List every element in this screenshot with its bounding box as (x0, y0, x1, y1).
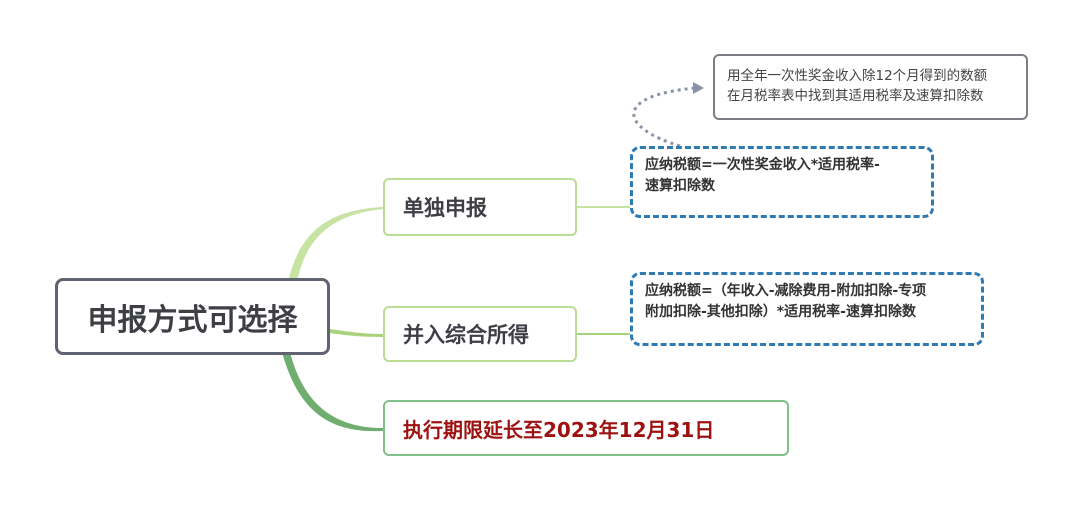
tip-rate-lookup-line: 在月税率表中找到其适用税率及速算扣除数 (727, 88, 984, 104)
connector-root-to-deadline (282, 352, 383, 432)
arrowhead-icon (693, 82, 704, 94)
branch-deadline-extension[interactable]: 执行期限延长至2023年12月31日 (383, 400, 789, 456)
note-separate-formula[interactable]: 应纳税额=一次性奖金收入*适用税率- 速算扣除数 (630, 146, 934, 218)
dotted-arrow-to-tip (632, 86, 696, 148)
connector-root-to-separate (288, 207, 383, 282)
branch-combined-income-label: 并入综合所得 (403, 323, 529, 347)
note-separate-formula-line: 速算扣除数 (645, 178, 715, 194)
root-topic[interactable]: 申报方式可选择 (55, 278, 330, 355)
branch-separate-filing-label: 单独申报 (403, 196, 487, 220)
tip-rate-lookup[interactable]: 用全年一次性奖金收入除12个月得到的数额 在月税率表中找到其适用税率及速算扣除数 (713, 54, 1028, 120)
branch-separate-filing[interactable]: 单独申报 (383, 178, 577, 236)
root-topic-label: 申报方式可选择 (87, 302, 298, 338)
connector-root-to-combined (330, 329, 383, 337)
note-combined-formula-line: 应纳税额=（年收入-减除费用-附加扣除-专项 (645, 283, 927, 299)
branch-combined-income[interactable]: 并入综合所得 (383, 306, 577, 362)
note-combined-formula[interactable]: 应纳税额=（年收入-减除费用-附加扣除-专项 附加扣除-其他扣除）*适用税率-速… (630, 272, 984, 346)
branch-deadline-extension-label: 执行期限延长至2023年12月31日 (403, 417, 715, 442)
tip-rate-lookup-line: 用全年一次性奖金收入除12个月得到的数额 (727, 68, 988, 84)
note-separate-formula-line: 应纳税额=一次性奖金收入*适用税率- (645, 157, 880, 173)
note-combined-formula-line: 附加扣除-其他扣除）*适用税率-速算扣除数 (645, 304, 916, 320)
